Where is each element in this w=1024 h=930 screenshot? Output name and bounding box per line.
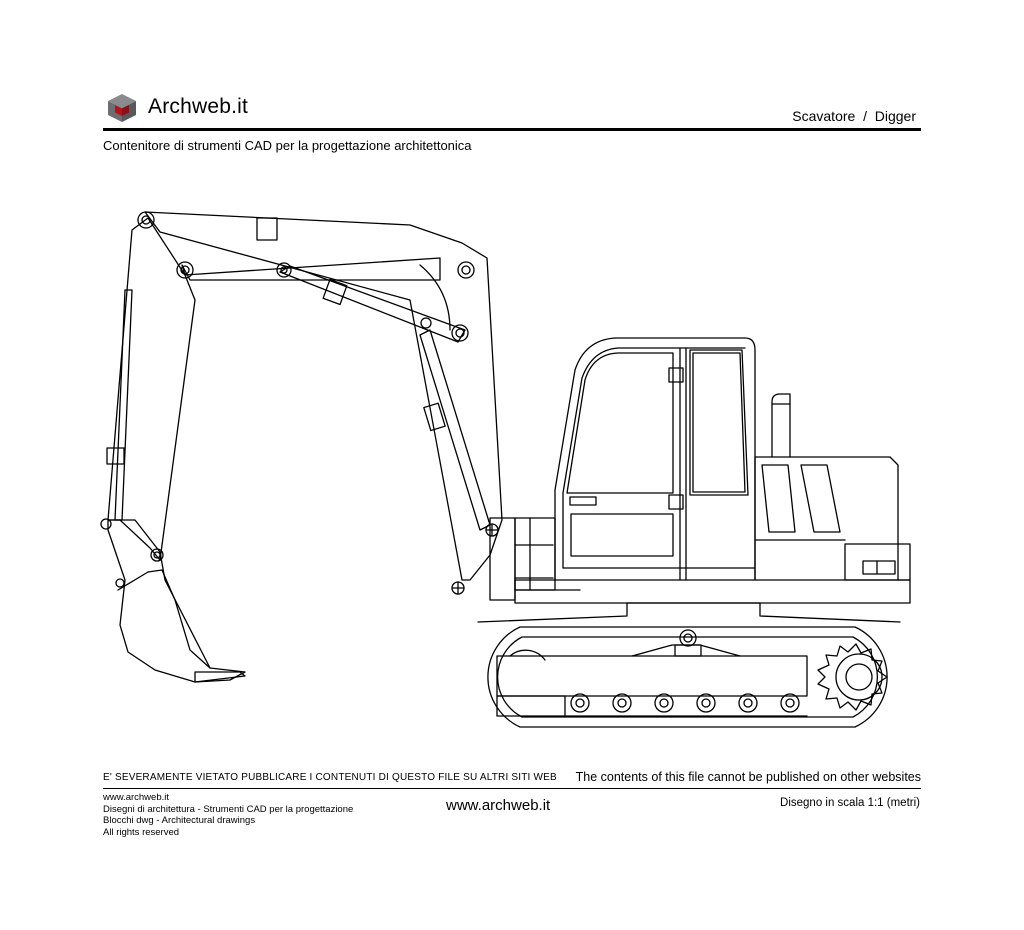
footer-website: www.archweb.it — [446, 797, 551, 814]
warning-italian: E' SEVERAMENTE VIETATO PUBBLICARE I CONT… — [103, 772, 557, 783]
footer-scale: Disegno in scala 1:1 (metri) — [780, 797, 920, 809]
bucket — [100, 518, 246, 683]
drive-sprocket — [817, 643, 888, 711]
arm-cylinder — [176, 217, 466, 343]
swing-bracket — [451, 517, 556, 601]
main-boom — [144, 211, 503, 581]
boom-cylinder — [419, 329, 491, 531]
track-rollers — [570, 693, 800, 713]
track-assembly — [477, 602, 901, 728]
operator-cab — [554, 337, 756, 581]
footer-info-line: Blocchi dwg - Architectural drawings — [103, 815, 256, 826]
footer-info-line: Disegni di architettura - Strumenti CAD … — [103, 803, 354, 815]
logo — [106, 92, 138, 124]
footer-info-line: www.archweb.it — [103, 792, 169, 803]
footer-info: www.archweb.it Disegni di architettura -… — [103, 792, 353, 838]
logo-text: Archweb.it — [148, 95, 249, 118]
archweb-cube-icon — [108, 94, 136, 122]
footer-rule — [103, 788, 921, 789]
header-subtitle: Contenitore di strumenti CAD per la prog… — [103, 138, 472, 153]
header-rule — [103, 128, 921, 131]
footer-info-line: All rights reserved — [103, 826, 180, 838]
drawing-title: Scavatore / Digger — [792, 108, 916, 124]
warning-english: The contents of this file cannot be publ… — [575, 770, 921, 784]
